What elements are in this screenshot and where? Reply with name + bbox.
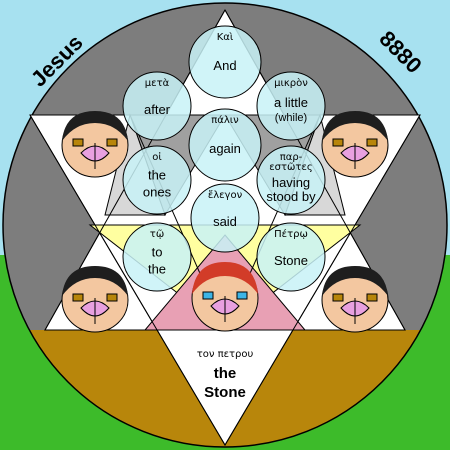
greek-word: οἱ bbox=[152, 151, 162, 163]
english-word: Stone bbox=[274, 253, 308, 268]
english-word: said bbox=[213, 214, 237, 229]
word-circle-to: τῷ to the bbox=[122, 222, 192, 292]
word-circle-shape bbox=[190, 183, 260, 253]
word-circle-shape bbox=[256, 71, 326, 141]
greek-word: ἔλεγον bbox=[208, 189, 243, 201]
english-word: the bbox=[148, 262, 166, 277]
word-circle-meta: μετὰ after bbox=[122, 71, 192, 141]
english-word: And bbox=[213, 58, 236, 73]
greek-word: εστῶτες bbox=[269, 162, 312, 173]
greek-word: Καὶ bbox=[217, 31, 234, 43]
greek-word: μικρὸν bbox=[274, 77, 308, 89]
greek-word: παρ- bbox=[280, 152, 303, 163]
english-word: a little bbox=[274, 95, 308, 110]
face-top-left bbox=[61, 111, 129, 178]
face-bottom-right bbox=[321, 266, 389, 333]
face-bottom-left bbox=[61, 266, 129, 333]
bottom-line1: the bbox=[214, 365, 237, 382]
face-center bbox=[191, 262, 259, 332]
word-circle-shape bbox=[188, 25, 262, 99]
bottom-greek: τον πετρου bbox=[197, 349, 254, 360]
word-circle-mikron: μικρὸν a little (while) bbox=[256, 71, 326, 141]
word-circle-shape bbox=[122, 71, 192, 141]
greek-word: πάλιν bbox=[211, 114, 239, 126]
word-circle-palin: πάλιν again bbox=[188, 108, 262, 182]
word-circle-hoi: οἱ the ones bbox=[122, 145, 192, 215]
word-circle-shape bbox=[122, 145, 192, 215]
english-word: ones bbox=[143, 185, 172, 200]
english-word: (while) bbox=[275, 112, 307, 124]
english-word: the bbox=[148, 168, 166, 183]
word-circle-shape bbox=[256, 145, 326, 215]
bottom-line2: Stone bbox=[204, 384, 246, 401]
face-top-right bbox=[321, 111, 389, 178]
word-circle-elegon: ἔλεγον said bbox=[190, 183, 260, 253]
greek-word: τῷ bbox=[150, 229, 164, 240]
word-circle-shape bbox=[188, 108, 262, 182]
english-word: stood by bbox=[266, 189, 316, 204]
english-word: after bbox=[144, 102, 171, 117]
greek-word: Πέτρῳ bbox=[274, 228, 308, 240]
english-word: having bbox=[272, 175, 310, 190]
english-word: again bbox=[209, 141, 241, 156]
word-circle-shape bbox=[256, 222, 326, 292]
english-word: to bbox=[152, 245, 163, 260]
word-circle-shape bbox=[122, 222, 192, 292]
greek-word: μετὰ bbox=[145, 77, 170, 89]
